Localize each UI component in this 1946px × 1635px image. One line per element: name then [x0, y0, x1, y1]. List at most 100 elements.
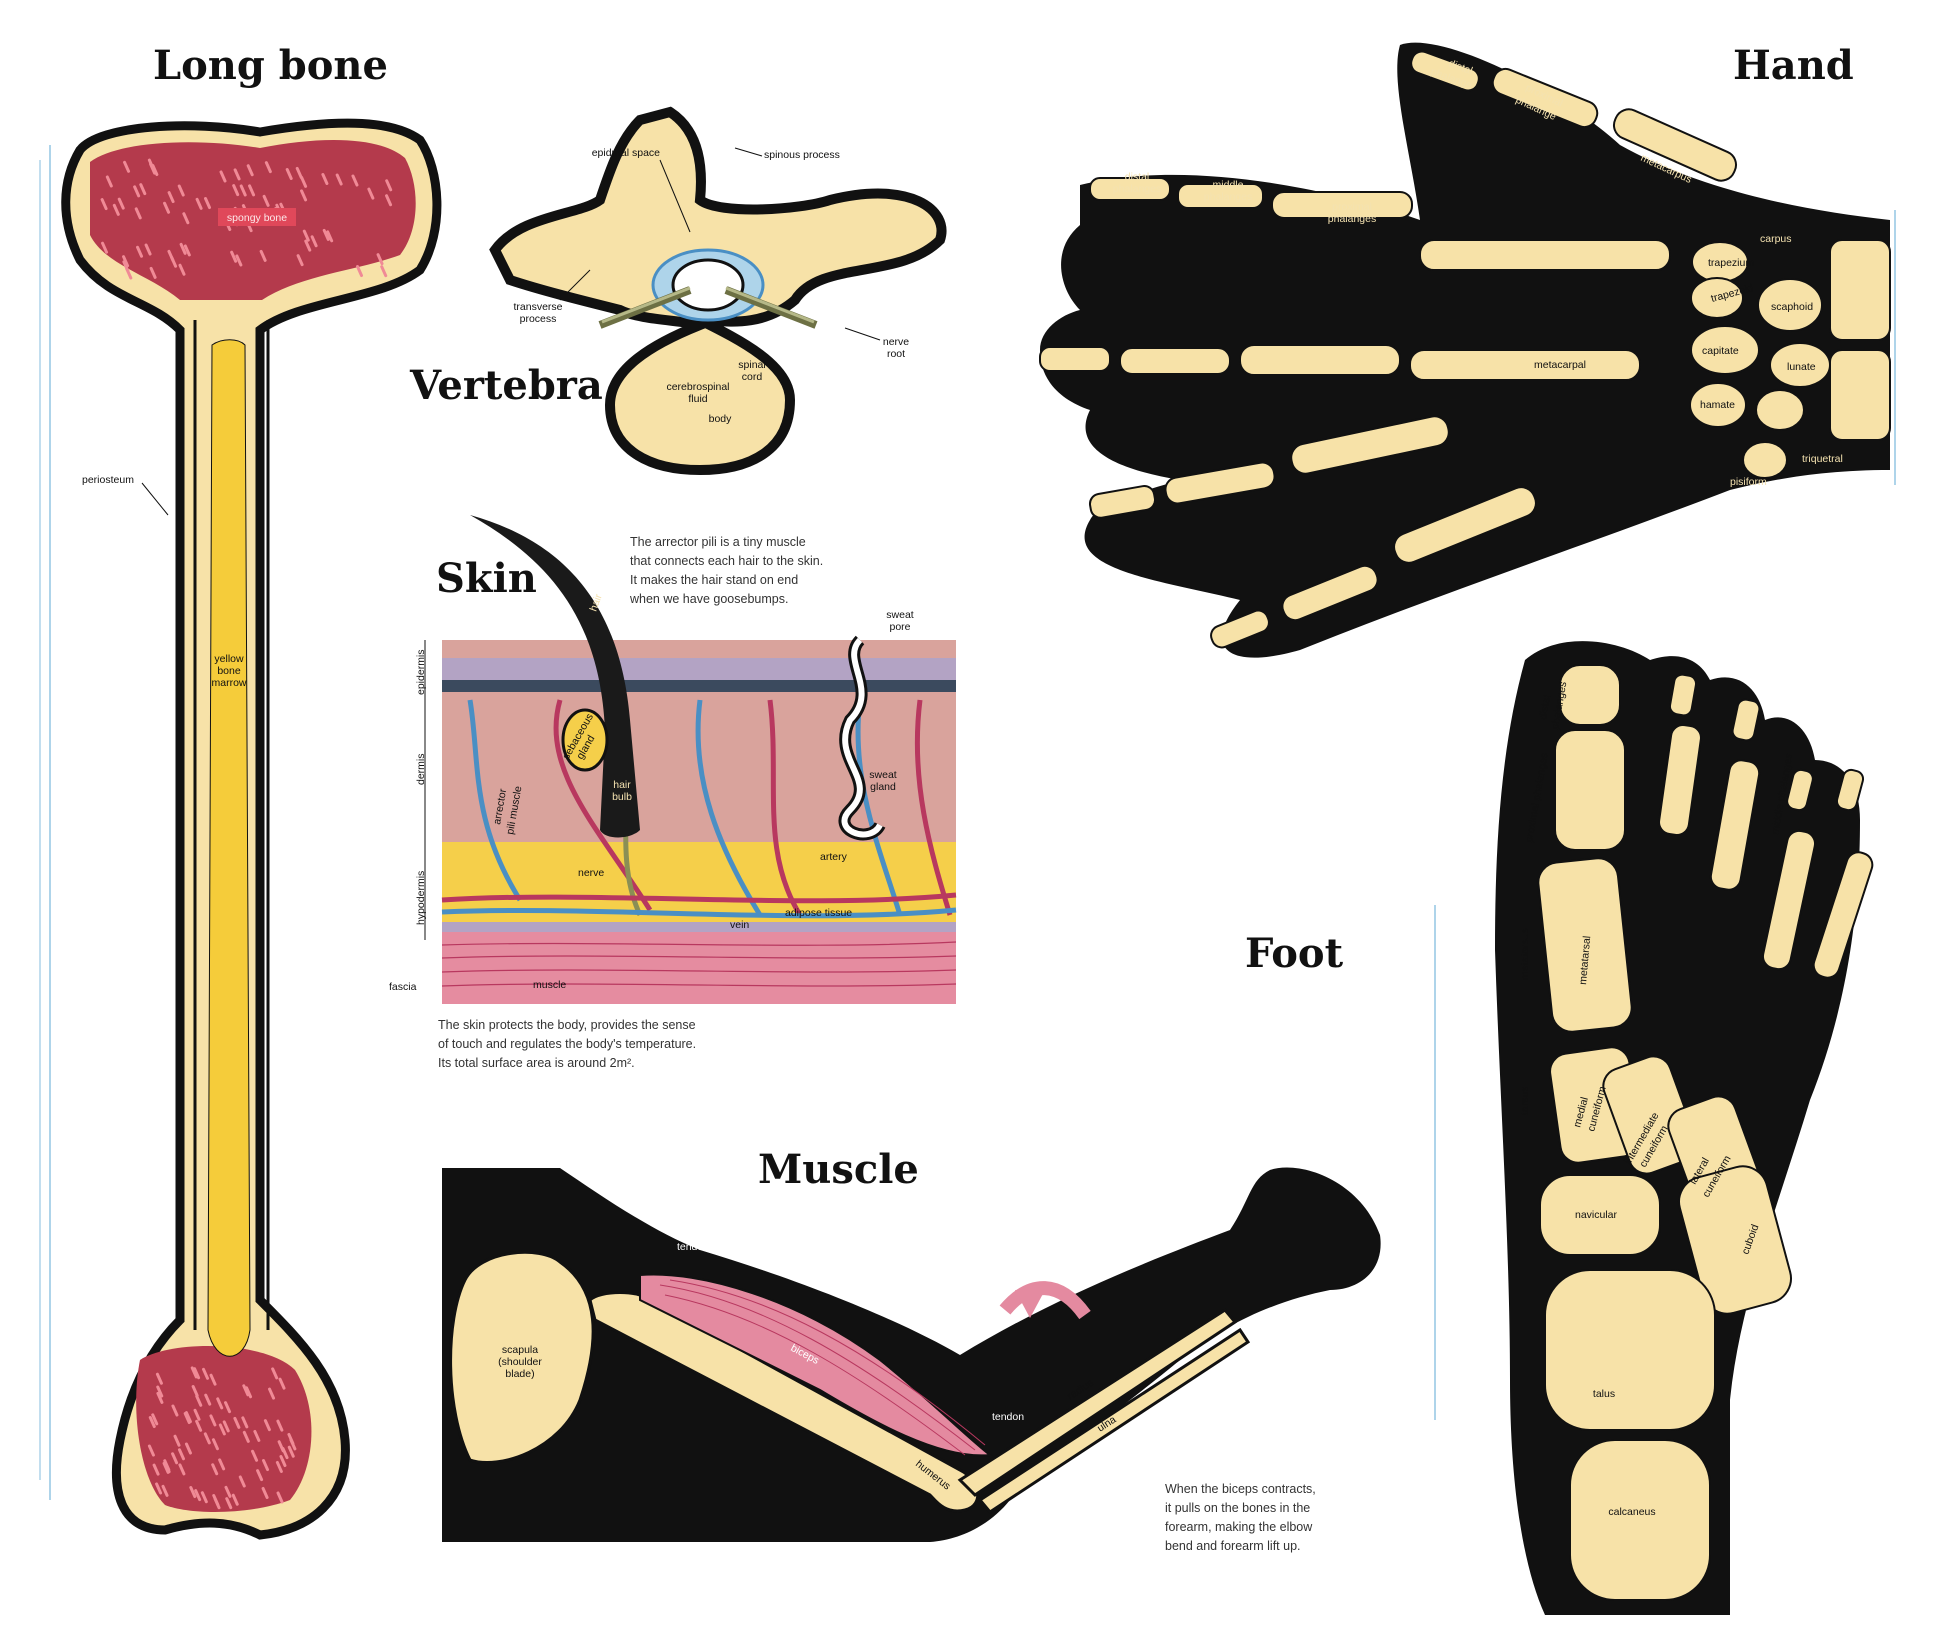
spinous-process-label: spinous process	[764, 149, 840, 161]
long-bone-outline	[61, 118, 442, 1540]
scaphoid-label: scaphoid	[1771, 301, 1813, 313]
periosteum-label: periosteum	[82, 474, 134, 486]
marrow-label-1: yellow	[214, 653, 244, 665]
title-skin: Skin	[436, 555, 537, 602]
fascia-layer	[442, 922, 956, 932]
csf-label-1: cerebrospinal	[666, 381, 729, 393]
radius-bone	[957, 1308, 1238, 1497]
skin-caption-top-line: It makes the hair stand on end	[630, 573, 799, 587]
artery-label: artery	[820, 851, 848, 863]
trapezium-label: trapezium	[1708, 257, 1754, 269]
nerve-root-label-2: root	[887, 348, 905, 360]
hair-shaft	[470, 515, 640, 838]
capitate-label: capitate	[1702, 345, 1739, 357]
vein-label: vein	[730, 919, 749, 931]
skin-caption-bottom-line: of touch and regulates the body's temper…	[438, 1037, 697, 1051]
sweat-pore-label-2: pore	[889, 621, 910, 633]
hamate-label: hamate	[1700, 399, 1735, 411]
muscle-caption-line: forearm, making the elbow	[1165, 1520, 1313, 1534]
skin-caption-top-line: that connects each hair to the skin.	[630, 554, 824, 568]
title-hand: Hand	[1733, 42, 1854, 89]
muscle-caption: When the biceps contracts, it pulls on t…	[1165, 1480, 1316, 1556]
tarsus-label: tarsus	[1519, 1086, 1531, 1115]
hand-distal-phalanges-label-1: distal	[1125, 171, 1150, 183]
arm-silhouette	[442, 1167, 1381, 1542]
transverse-label-1: transverse	[513, 301, 562, 313]
hand-middle-phalanges-label-2: phalanges	[1204, 191, 1252, 203]
hand-proximal-phalanges-label-1: proximal	[1332, 201, 1372, 213]
epidermis-base	[442, 680, 956, 692]
csf-label-2: fluid	[688, 393, 707, 405]
spinal-cord	[671, 258, 745, 312]
sweat-gland	[841, 637, 883, 838]
muscle-caption-line: When the biceps contracts,	[1165, 1482, 1316, 1496]
dermis-label: dermis	[415, 753, 427, 785]
hand-middle-phalanges-label-1: middle	[1213, 179, 1244, 191]
foot-distal-phalanges-label-1: distal	[1537, 694, 1553, 720]
skin-caption-top-line: The arrector pili is a tiny muscle	[630, 535, 806, 549]
hair-bulb-label-2: bulb	[612, 791, 632, 803]
metatarsus-label: metatarsus	[1519, 928, 1531, 980]
navicular-label: navicular	[1575, 1209, 1618, 1221]
scapula-label-1: scapula	[502, 1344, 538, 1356]
spongy-bone-label: spongy bone	[227, 212, 287, 224]
triquetral-label: triquetral	[1802, 453, 1843, 465]
metacarpal-label: metacarpal	[1534, 359, 1586, 371]
metatarsal-label: metatarsal	[1577, 935, 1593, 985]
title-foot: Foot	[1245, 930, 1344, 977]
hand-distal-phalanges-label-2: phalanges	[1113, 183, 1161, 195]
tendon-bottom-label: tendon	[992, 1411, 1024, 1423]
epidermis-label: epidermis	[415, 649, 427, 695]
epidural-space-label: epidural space	[592, 147, 660, 159]
biceps-muscle	[639, 1273, 993, 1457]
sweat-gland-label-2: gland	[870, 781, 896, 793]
skin-caption-bottom-line: The skin protects the body, provides the…	[438, 1018, 696, 1032]
title-muscle: Muscle	[758, 1146, 919, 1193]
sweat-gland-label-1: sweat	[869, 769, 897, 781]
hair-bulb-label-1: hair	[613, 779, 631, 791]
marrow-label-3: marrow	[211, 677, 246, 689]
scapula-label-3: blade)	[505, 1368, 534, 1380]
body-label: body	[709, 413, 733, 425]
sweat-pore-label-1: sweat	[886, 609, 914, 621]
spongy-bone-label-bg	[218, 208, 296, 226]
skin-caption-bottom-line: Its total surface area is around 2m².	[438, 1056, 635, 1070]
ulna-bone	[977, 1327, 1251, 1514]
title-long-bone: Long bone	[153, 42, 388, 89]
nerve-label: nerve	[578, 867, 604, 879]
scapula-bone	[449, 1250, 595, 1464]
skin-muscle-label: muscle	[533, 979, 566, 991]
skin-caption-top-line: when we have goosebumps.	[630, 592, 789, 606]
skin-caption-bottom: The skin protects the body, provides the…	[438, 1016, 696, 1073]
hair-label: hair	[588, 592, 605, 613]
carpus-label: carpus	[1760, 233, 1792, 245]
flex-arrow	[999, 1281, 1091, 1320]
sebaceous-gland	[561, 708, 609, 772]
calcaneus-label: calcaneus	[1608, 1506, 1655, 1518]
hand-proximal-phalanges-label-2: phalanges	[1328, 213, 1376, 225]
hypodermis-label: hypodermis	[415, 871, 427, 925]
transverse-label-2: process	[520, 313, 557, 325]
tendon-top-label: tendon	[677, 1241, 709, 1253]
talus-label: talus	[1593, 1388, 1615, 1400]
lunate-label: lunate	[1787, 361, 1816, 373]
spinal-cord-label-2: cord	[742, 371, 763, 383]
nerve-root-label-1: nerve	[883, 336, 909, 348]
pisiform-label: pisiform	[1730, 476, 1767, 488]
spinal-cord-label-1: spinal	[738, 359, 765, 371]
muscle-caption-line: it pulls on the bones in the	[1165, 1501, 1311, 1515]
muscle-caption-line: bend and forearm lift up.	[1165, 1539, 1301, 1553]
scapula-label-2: (shoulder	[498, 1356, 542, 1368]
marrow-label-2: bone	[217, 665, 241, 677]
yellow-bone-marrow	[207, 339, 251, 1357]
skin-caption-top: The arrector pili is a tiny muscle that …	[630, 533, 823, 609]
title-vertebra: Vertebra	[410, 362, 603, 409]
fascia-label: fascia	[389, 981, 417, 993]
adipose-label: adipose tissue	[785, 907, 852, 919]
